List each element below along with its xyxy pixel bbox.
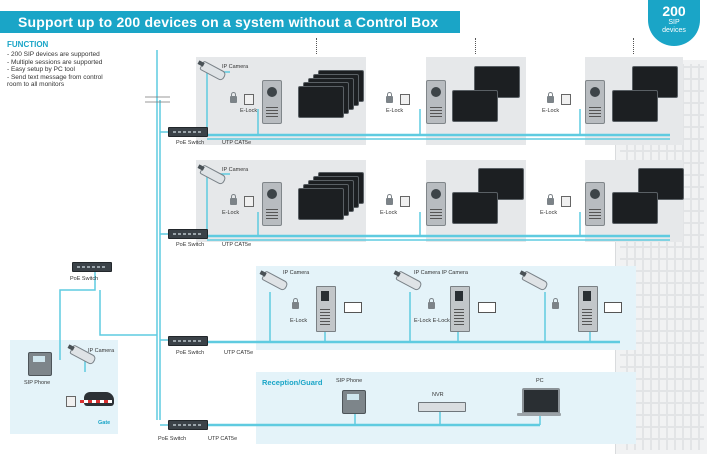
e-lock-icon [547,198,554,205]
poe-switch-icon [72,262,112,272]
gate-barrier-icon [80,400,112,403]
ip-camera-label: IP Camera [88,348,114,354]
door-station-icon [426,80,446,124]
e-lock-label: E-Lock [542,108,559,114]
e-lock-icon [292,302,299,309]
e-lock-icon [230,198,237,205]
e-lock-icon [428,302,435,309]
cable-label: UTP CAT5e [224,350,253,356]
poe-switch-icon [168,127,208,137]
e-lock-icon [230,96,237,103]
card-reader-icon [478,302,496,313]
continuation-dots [633,38,635,54]
e-lock-label: E-Lock [380,210,397,216]
card-reader-icon [400,196,410,207]
poe-switch-icon [168,336,208,346]
e-lock-label: E-Lock [222,210,239,216]
poe-switch-label: PoE Switch [176,242,204,248]
poe-switch-icon [168,229,208,239]
reception-title: Reception/Guard [262,378,322,387]
e-lock-label: E-Lock E-Lock [414,318,450,324]
card-reader-icon [561,94,571,105]
card-reader-icon [344,302,362,313]
ip-camera-label: IP Camera [222,167,248,173]
e-lock-label: E-Lock [290,318,307,324]
e-lock-icon [547,96,554,103]
card-reader-icon [561,196,571,207]
nvr-label: NVR [432,392,444,398]
continuation-dots [316,38,318,54]
card-reader-icon [244,196,254,207]
ip-camera-label: IP Camera [222,64,248,70]
lobby-station-icon [450,286,470,332]
pc-label: PC [536,378,544,384]
poe-switch-icon [168,420,208,430]
e-lock-icon [552,302,559,309]
gate-reader-icon [66,396,76,407]
ip-camera-label: IP Camera [283,270,309,276]
gate-label: Gate [98,420,110,426]
card-reader-icon [400,94,410,105]
cable-label: UTP CAT5e [222,242,251,248]
sip-phone-label: SIP Phone [24,380,50,386]
monitor-icon [298,188,344,220]
lobby-station-icon [578,286,598,332]
monitor-icon [452,90,498,122]
nvr-icon [418,402,466,412]
monitor-icon [612,192,658,224]
poe-switch-label: PoE Switch [70,276,98,282]
e-lock-icon [386,198,393,205]
e-lock-label: E-Lock [240,108,257,114]
door-station-icon [262,80,282,124]
e-lock-label: E-Lock [540,210,557,216]
monitor-icon [452,192,498,224]
sip-phone-label: SIP Phone [336,378,362,384]
card-reader-icon [604,302,622,313]
sip-phone-icon [342,390,366,414]
poe-switch-label: PoE Switch [176,350,204,356]
pc-icon [522,388,560,414]
continuation-dots [475,38,477,54]
e-lock-icon [386,96,393,103]
sip-phone-icon [28,352,52,376]
poe-switch-label: PoE Switch [158,436,186,442]
poe-switch-label: PoE Switch [176,140,204,146]
e-lock-label: E-Lock [386,108,403,114]
door-station-icon [262,182,282,226]
cable-label: UTP CAT5e [222,140,251,146]
door-station-icon [585,182,605,226]
door-station-icon [426,182,446,226]
lobby-station-icon [316,286,336,332]
pc-base-icon [517,413,561,416]
ip-camera-label: IP Camera IP Camera [414,270,468,276]
car-icon [84,392,114,406]
monitor-icon [612,90,658,122]
door-station-icon [585,80,605,124]
monitor-icon [298,86,344,118]
card-reader-icon [244,94,254,105]
cable-label: UTP CAT5e [208,436,237,442]
